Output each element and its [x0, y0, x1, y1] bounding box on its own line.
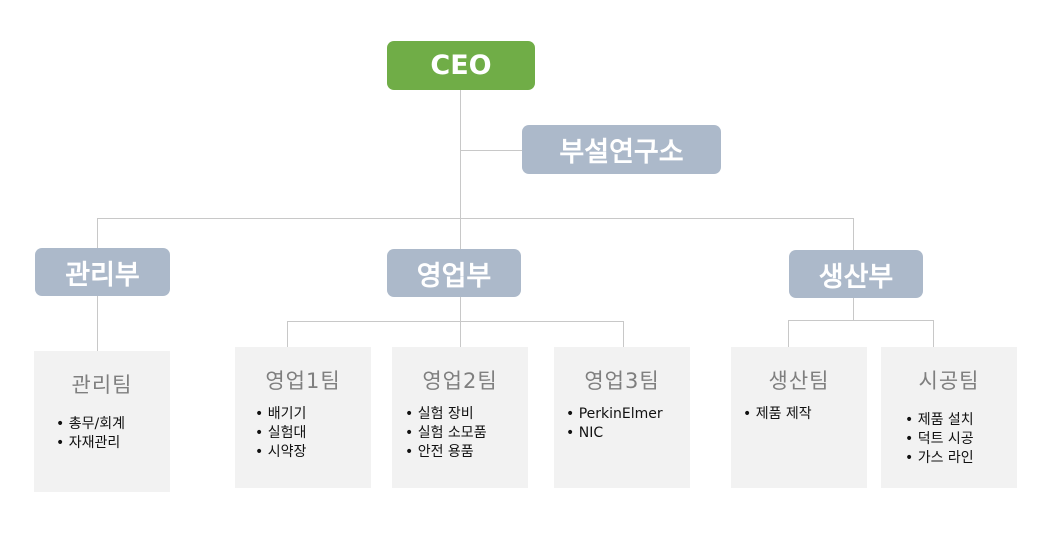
- list-item: NIC: [566, 424, 663, 443]
- list-item: 제품 제작: [743, 405, 812, 424]
- team-title: 시공팀: [918, 369, 980, 393]
- connector: [933, 320, 934, 347]
- connector: [788, 320, 934, 321]
- list-item: 시약장: [255, 443, 307, 462]
- team-title: 관리팀: [71, 373, 133, 397]
- team-construction: 시공팀 제품 설치덕트 시공가스 라인: [881, 347, 1017, 488]
- connector: [853, 298, 854, 320]
- team-sales1: 영업1팀 배기기실험대시약장: [235, 347, 371, 488]
- connector: [788, 320, 789, 347]
- dept-sales: 영업부: [387, 249, 521, 297]
- list-item: 자재관리: [56, 434, 125, 453]
- list-item: 총무/회계: [56, 415, 125, 434]
- ceo-node: CEO: [387, 41, 535, 90]
- connector: [853, 218, 854, 250]
- team-sales2: 영업2팀 실험 장비실험 소모품안전 용품: [392, 347, 528, 488]
- list-item: 제품 설치: [905, 411, 974, 430]
- list-item: 가스 라인: [905, 449, 974, 468]
- list-item: 실험 장비: [405, 405, 487, 424]
- team-sales3: 영업3팀 PerkinElmerNIC: [554, 347, 690, 488]
- connector: [460, 90, 461, 249]
- connector: [97, 218, 854, 219]
- connector: [287, 321, 624, 322]
- connector: [287, 321, 288, 347]
- list-item: 안전 용품: [405, 443, 487, 462]
- lab-node: 부설연구소: [522, 125, 721, 174]
- connector: [97, 296, 98, 351]
- connector: [623, 321, 624, 347]
- list-item: 실험대: [255, 424, 307, 443]
- list-item: 덕트 시공: [905, 430, 974, 449]
- connector: [460, 150, 522, 151]
- connector: [460, 297, 461, 347]
- team-production: 생산팀 제품 제작: [731, 347, 867, 488]
- team-title: 영업1팀: [265, 369, 341, 393]
- dept-production: 생산부: [789, 250, 923, 298]
- dept-admin: 관리부: [35, 248, 170, 296]
- list-item: 배기기: [255, 405, 307, 424]
- team-title: 영업2팀: [422, 369, 498, 393]
- team-title: 생산팀: [768, 369, 830, 393]
- connector: [97, 218, 98, 248]
- team-admin: 관리팀 총무/회계자재관리: [34, 351, 170, 492]
- list-item: PerkinElmer: [566, 405, 663, 424]
- list-item: 실험 소모품: [405, 424, 487, 443]
- team-title: 영업3팀: [584, 369, 660, 393]
